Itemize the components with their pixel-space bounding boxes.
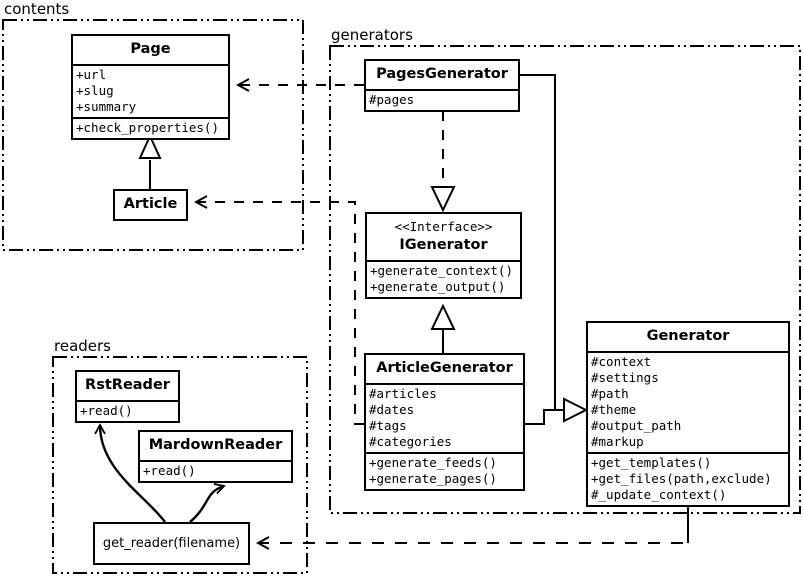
attribute-item: +summary [76,99,137,115]
relation-get-reader-returns-mardownreader [189,483,226,523]
class-box-mardown-reader[interactable]: MardownReader +read() [138,430,293,484]
class-title-mardown-reader: MardownReader [148,437,283,453]
class-box-rst-reader[interactable]: RstReader +read() [75,370,180,424]
class-operations-mardown-reader: +read() [140,460,291,481]
package-label-contents: contents [4,0,70,18]
operation-item: +get_files(path,exclude) [591,471,772,487]
class-title-page: Page [130,41,171,57]
operation-item: +generate_context() [370,262,513,278]
class-operations-generator: +get_templates() +get_files(path,exclude… [588,452,788,505]
relation-articlegenerator-depends-article [196,202,364,425]
class-box-generator[interactable]: Generator #context #settings #path #them… [586,321,790,508]
relation-article-generalizes-page [138,133,162,190]
class-title-pages-generator: PagesGenerator [376,66,508,82]
operation-item: +generate_pages() [369,471,497,487]
relation-pagesgenerator-realizes-igenerator [430,111,456,213]
attribute-item: #theme [591,402,637,418]
class-title-igenerator: <<Interface>> IGenerator [367,214,520,260]
operation-item: +read() [80,403,133,419]
attribute-item: +url [76,67,107,83]
class-operations-article-generator: +generate_feeds() +generate_pages() [366,452,523,489]
attribute-item: #categories [369,434,452,450]
class-stereotype-igenerator: <<Interface>> [394,219,493,234]
operation-item: +read() [143,463,196,479]
operation-item: +generate_output() [370,278,506,294]
function-label-get-reader: get_reader(filename) [102,536,241,551]
class-box-pages-generator[interactable]: PagesGenerator #pages [364,59,520,113]
relation-articlegenerator-generalizes-igenerator [430,303,456,354]
attribute-item: #dates [369,402,415,418]
class-title-article-generator: ArticleGenerator [376,360,513,376]
package-label-generators: generators [331,26,413,44]
relation-generators-to-generator [520,74,589,425]
class-attributes-page: +url +slug +summary [73,64,228,117]
attribute-item: #path [591,386,629,402]
class-title-text-igenerator: IGenerator [399,236,488,253]
operation-item: +check_properties() [76,120,219,136]
class-operations-igenerator: +generate_context() +generate_output() [367,259,520,297]
operation-item: #_update_context() [591,487,727,503]
class-box-page[interactable]: Page +url +slug +summary +check_properti… [71,34,230,141]
class-operations-page: +check_properties() [73,117,228,138]
class-title-generator: Generator [646,328,730,344]
operation-item: +generate_feeds() [369,455,497,471]
class-box-article-generator[interactable]: ArticleGenerator #articles #dates #tags … [364,353,525,492]
class-box-article[interactable]: Article [113,189,188,222]
class-attributes-generator: #context #settings #path #theme #output_… [588,351,788,452]
class-attributes-article-generator: #articles #dates #tags #categories [366,383,523,452]
attribute-item: #context [591,354,652,370]
attribute-item: #markup [591,434,644,450]
attribute-item: #pages [369,92,415,108]
attribute-item: #settings [591,370,659,386]
attribute-item: +slug [76,83,114,99]
class-operations-rst-reader: +read() [77,400,178,421]
package-label-readers: readers [54,337,111,355]
class-title-rst-reader: RstReader [85,377,170,393]
relation-generator-depends-get-reader [258,502,689,543]
function-box-get-reader[interactable]: get_reader(filename) [93,522,250,565]
attribute-item: #output_path [591,418,682,434]
class-box-igenerator[interactable]: <<Interface>> IGenerator +generate_conte… [365,212,522,299]
class-title-article: Article [123,196,178,212]
attribute-item: #tags [369,418,407,434]
attribute-item: #articles [369,386,437,402]
operation-item: +get_templates() [591,455,712,471]
class-attributes-pages-generator: #pages [366,89,518,110]
